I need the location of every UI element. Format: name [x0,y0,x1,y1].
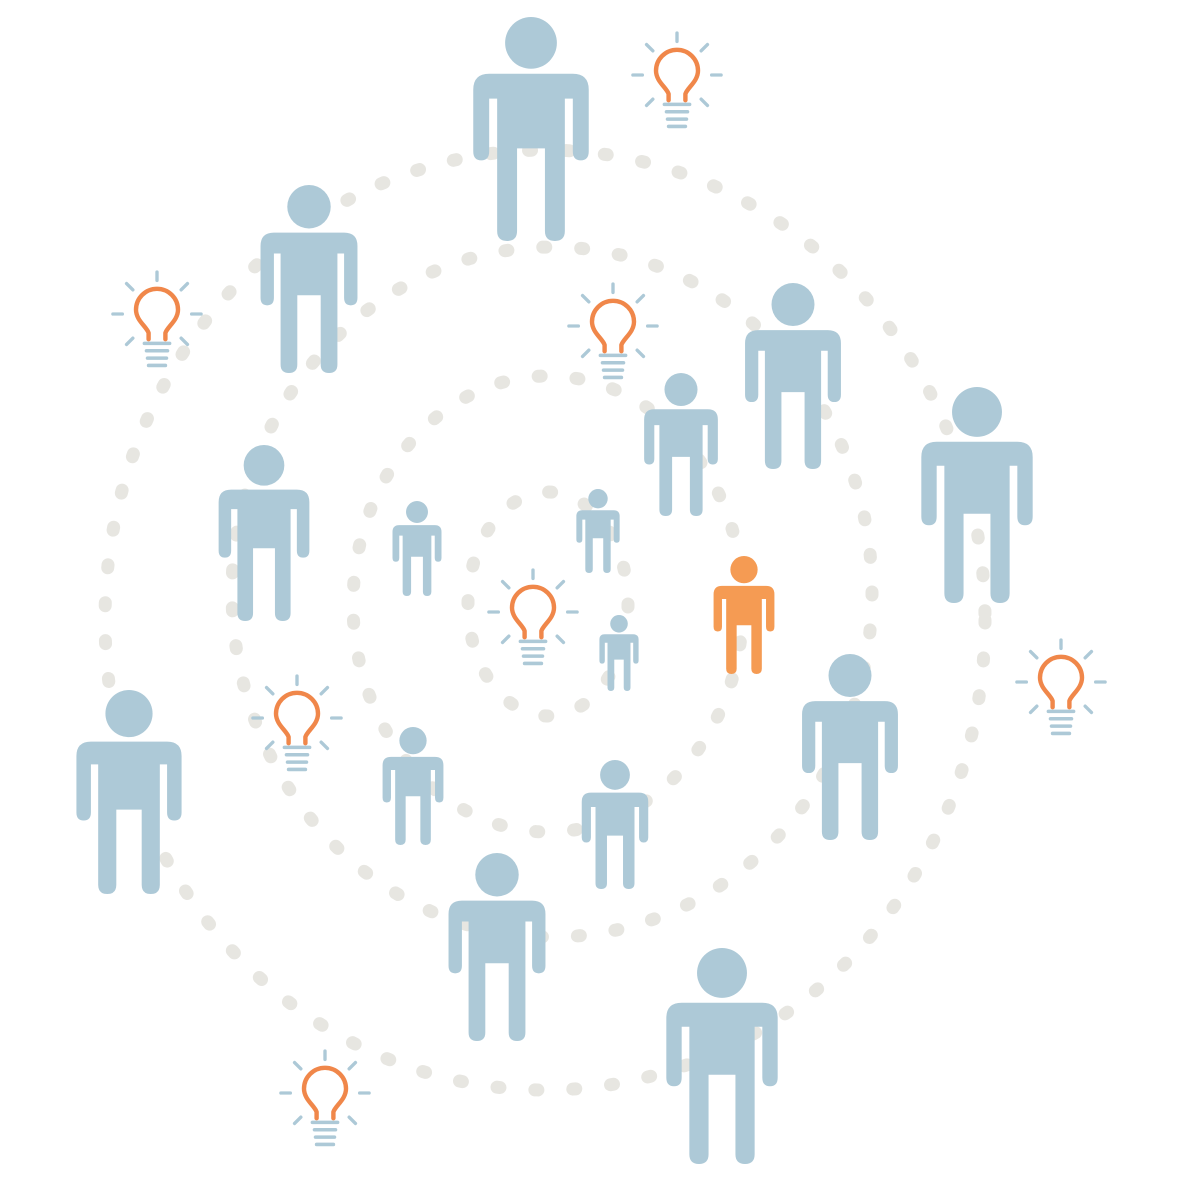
dotted-ring [461,485,635,723]
dotted-ring [98,143,992,1097]
lightbulb-icon [567,282,659,380]
person-icon [392,501,442,596]
person-icon [745,283,841,469]
lightbulb-icon [251,674,343,772]
lightbulb-icon [487,568,579,666]
person-icon [260,185,358,373]
lightbulb-icon [631,31,723,129]
people-group [76,17,1033,1164]
person-icon [218,445,310,621]
person-icon [644,373,718,516]
person-icon [666,948,778,1164]
lightbulb-group [111,31,1107,1147]
person-icon [576,489,620,573]
person-icon [382,727,444,845]
person-icon [921,387,1033,603]
person-icon [76,690,182,894]
person-icon [448,853,546,1041]
person-icon [581,760,649,889]
person-icon [473,17,589,241]
lightbulb-icon [279,1049,371,1147]
highlighted-person-icon [713,556,775,674]
person-icon [802,654,898,840]
person-icon [599,615,639,691]
lightbulb-icon [1015,638,1107,736]
dotted-ring [225,240,879,944]
lightbulb-icon [111,270,203,368]
